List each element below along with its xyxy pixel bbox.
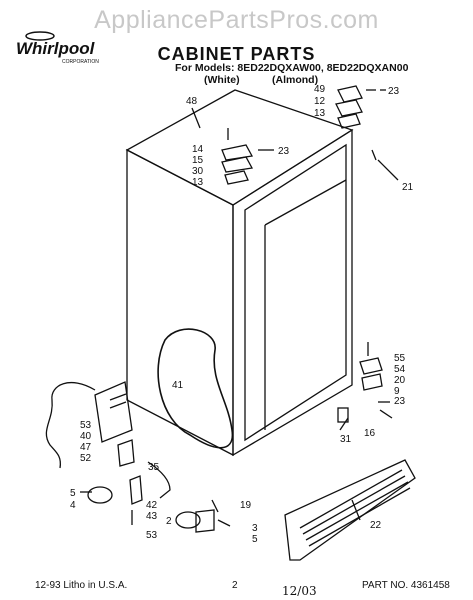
- callout-40: 40: [80, 431, 92, 442]
- cabinet-side-panel: [126, 148, 234, 457]
- callout-5: 5: [252, 534, 258, 545]
- callout-2: 2: [166, 516, 172, 527]
- callout-12: 12: [314, 96, 326, 107]
- cabinet-front-frame: [232, 128, 353, 457]
- electrical-box: [94, 381, 133, 443]
- watermark: AppliancePartsPros.com: [94, 6, 379, 34]
- callout-47: 47: [80, 442, 92, 453]
- callout-54: 54: [394, 364, 406, 375]
- callout-23: 23: [278, 146, 290, 157]
- page-title: CABINET PARTS: [157, 44, 316, 64]
- callout-49: 49: [314, 84, 326, 95]
- svg-text:CORPORATION: CORPORATION: [62, 59, 99, 65]
- power-cord: [45, 381, 96, 469]
- hinge-upper: [221, 144, 254, 161]
- roller-4: [87, 486, 113, 504]
- callout-9: 9: [394, 386, 400, 397]
- footer-page-number: 2: [232, 580, 238, 591]
- callout-13: 13: [192, 177, 204, 188]
- side-cutout: [157, 328, 234, 449]
- callout-53: 53: [80, 420, 92, 431]
- callout-35: 35: [148, 462, 160, 473]
- callout-41: 41: [172, 380, 184, 391]
- whirlpool-logo: Whirlpool CORPORATION: [16, 31, 99, 65]
- callout-13: 13: [314, 108, 326, 119]
- callout-4: 4: [70, 500, 76, 511]
- cabinet-opening: [244, 143, 347, 442]
- callout-20: 20: [394, 375, 406, 386]
- callout-19: 19: [240, 500, 252, 511]
- bracket-42: [129, 475, 143, 505]
- callout-23: 23: [394, 396, 406, 407]
- callout-23: 23: [388, 86, 400, 97]
- callout-52: 52: [80, 453, 92, 464]
- callout-5: 5: [70, 488, 76, 499]
- hinge-top-right: [337, 85, 363, 103]
- tube-35: [147, 461, 171, 499]
- kick-plate: [284, 459, 416, 561]
- variant-almond: (Almond): [272, 74, 319, 86]
- callout-16: 16: [364, 428, 376, 439]
- variant-white: (White): [204, 74, 240, 86]
- model-numbers: For Models: 8ED22DQXAW00, 8ED22DQXAN00: [175, 62, 409, 74]
- callout-31: 31: [340, 434, 352, 445]
- footer-part-number: PART NO. 4361458: [362, 580, 450, 591]
- callout-15: 15: [192, 155, 204, 166]
- callout-48: 48: [186, 96, 198, 107]
- callout-43: 43: [146, 511, 158, 522]
- callout-42: 42: [146, 500, 158, 511]
- callout-53: 53: [146, 530, 158, 541]
- callout-14: 14: [192, 144, 204, 155]
- bracket-52: [117, 439, 135, 467]
- callout-30: 30: [192, 166, 204, 177]
- leveling-block: [337, 407, 349, 423]
- footer-litho: 12-93 Litho in U.S.A.: [35, 580, 128, 591]
- callout-55: 55: [394, 353, 406, 364]
- callout-22: 22: [370, 520, 382, 531]
- svg-text:Whirlpool: Whirlpool: [16, 39, 96, 58]
- callout-3: 3: [252, 523, 258, 534]
- callout-21: 21: [402, 182, 414, 193]
- roller-2: [175, 511, 201, 529]
- footer-handwritten-date: 12/03: [282, 584, 317, 598]
- hinge-lower-right: [359, 357, 383, 375]
